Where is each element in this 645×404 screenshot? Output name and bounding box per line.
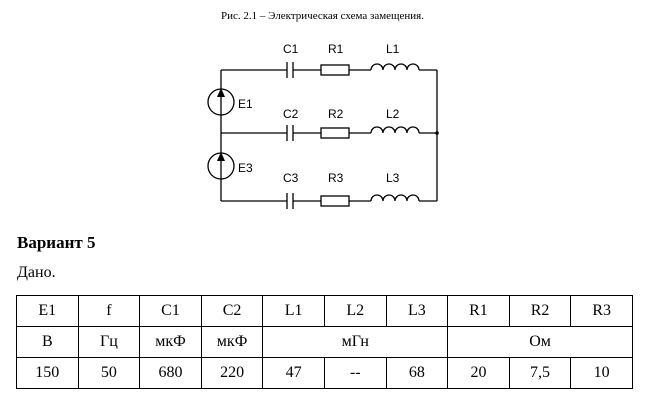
value-cell: 20	[447, 357, 510, 389]
header-cell: E1	[16, 295, 79, 327]
label-c2: C2	[283, 107, 299, 121]
unit-cell: Гц	[77, 326, 141, 358]
value-cell: 68	[385, 357, 449, 389]
table-values-row: 150 50 680 220 47 -- 68 20 7,5 10	[16, 357, 633, 389]
header-cell: R2	[508, 295, 572, 327]
header-cell: L1	[262, 295, 325, 327]
label-c3: C3	[283, 171, 299, 185]
label-e1: E1	[238, 97, 253, 111]
table-units-row: В Гц мкФ мкФ мГн Ом	[16, 326, 633, 358]
header-cell: R1	[447, 295, 510, 327]
label-l3: L3	[386, 171, 400, 185]
parameters-table: E1 f C1 C2 L1 L2 L3 R1 R2 R3 В Гц мкФ мк…	[16, 295, 633, 389]
label-c1: C1	[283, 42, 299, 56]
unit-cell: мкФ	[139, 326, 202, 358]
header-cell: C1	[139, 295, 202, 327]
value-cell: 680	[139, 357, 202, 389]
unit-cell: В	[16, 326, 79, 358]
given-label: Дано.	[17, 264, 56, 281]
value-cell: 7,5	[508, 357, 572, 389]
value-cell: --	[323, 357, 387, 389]
source-e3	[207, 152, 235, 180]
figure-caption: Рис. 2.1 – Электрическая схема замещения…	[221, 10, 424, 22]
header-cell: f	[77, 295, 141, 327]
unit-cell: мГн	[262, 326, 449, 358]
value-cell: 50	[77, 357, 141, 389]
header-cell: C2	[200, 295, 264, 327]
header-cell: R3	[570, 295, 633, 327]
circuit-diagram: C1 R1 L1 C2 R2 L2 C3 R3 L3 E1 E3	[207, 42, 439, 209]
unit-cell: Ом	[447, 326, 633, 358]
source-e1	[207, 88, 235, 116]
label-r1: R1	[328, 42, 344, 56]
value-cell: 10	[570, 357, 633, 389]
value-cell: 150	[16, 357, 79, 389]
header-cell: L3	[385, 295, 449, 327]
label-r2: R2	[328, 107, 344, 121]
label-r3: R3	[328, 171, 344, 185]
label-e3: E3	[238, 161, 253, 175]
label-l1: L1	[386, 42, 400, 56]
label-l2: L2	[386, 107, 400, 121]
unit-cell: мкФ	[200, 326, 264, 358]
value-cell: 47	[262, 357, 325, 389]
table-header-row: E1 f C1 C2 L1 L2 L3 R1 R2 R3	[16, 295, 633, 327]
header-cell: L2	[323, 295, 387, 327]
value-cell: 220	[200, 357, 264, 389]
variant-title: Вариант 5	[17, 233, 96, 252]
